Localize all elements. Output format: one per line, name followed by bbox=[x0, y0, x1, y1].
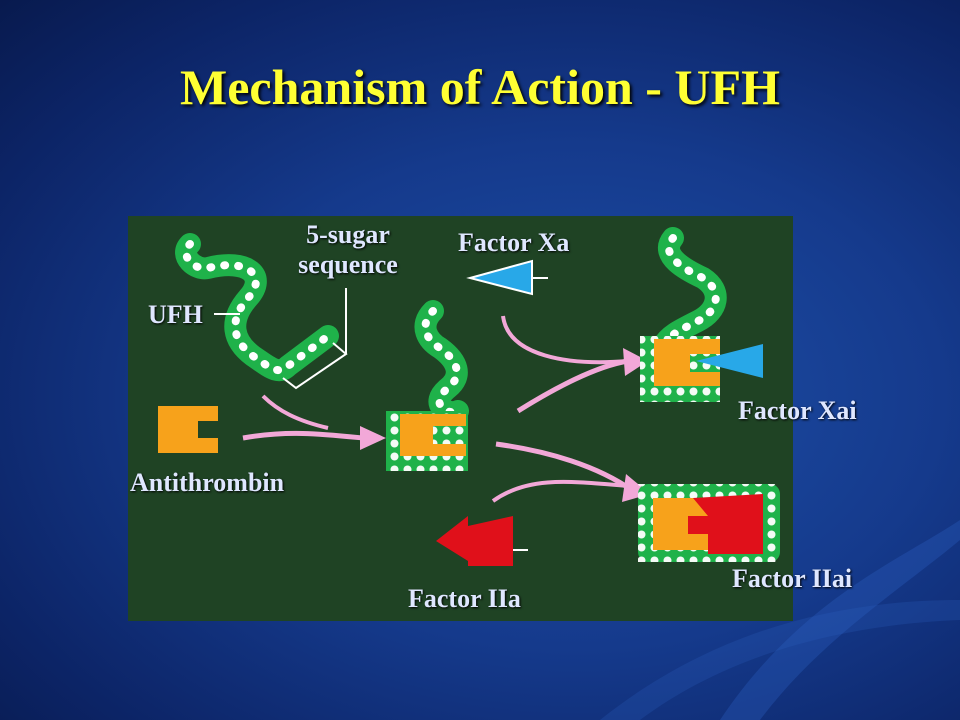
factor-xa-shape bbox=[466, 259, 548, 296]
antithrombin-shape bbox=[158, 406, 218, 453]
five-sugar-bracket bbox=[282, 288, 348, 390]
arrow-to-iiai bbox=[495, 441, 635, 494]
antithrombin-label: Antithrombin bbox=[130, 468, 285, 497]
arrow-binding bbox=[242, 430, 364, 441]
factor-iia-label: Factor IIa bbox=[408, 584, 521, 613]
ufh-label: UFH bbox=[148, 300, 203, 329]
factor-iia-shape bbox=[436, 516, 528, 566]
arrow-xa-path bbox=[501, 315, 629, 365]
arrow-to-xai-head bbox=[623, 348, 648, 376]
factor-iiai-complex bbox=[638, 484, 780, 562]
factor-xai-label: Factor Xai bbox=[738, 396, 857, 425]
arrow-binding-curve bbox=[261, 394, 329, 430]
five-sugar-label: 5-sugar sequence bbox=[288, 220, 408, 280]
ufh-antithrombin-complex bbox=[386, 300, 469, 471]
diagram-graphics bbox=[158, 227, 780, 566]
arrow-iia-path bbox=[491, 479, 629, 503]
factor-xa-label: Factor Xa bbox=[458, 228, 570, 257]
arrow-to-xai bbox=[516, 358, 629, 414]
mechanism-diagram: 5-sugar sequence Factor Xa UFH Antithrom… bbox=[128, 216, 793, 621]
ufh-heparin-chain bbox=[175, 233, 339, 382]
slide-title: Mechanism of Action - UFH bbox=[180, 59, 780, 115]
five-sugar-label-line1: 5-sugar bbox=[306, 220, 390, 249]
five-sugar-label-line2: sequence bbox=[298, 250, 398, 279]
arrow-binding-head bbox=[360, 426, 386, 450]
factor-iiai-label: Factor IIai bbox=[732, 564, 853, 593]
factor-xai-complex bbox=[640, 227, 763, 402]
